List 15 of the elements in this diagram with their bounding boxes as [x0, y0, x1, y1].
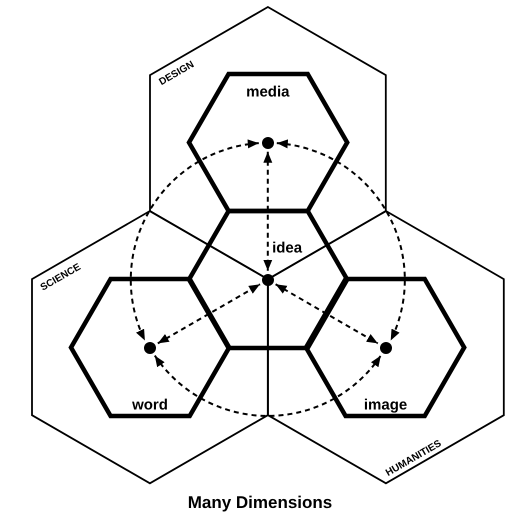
- dot: [262, 274, 274, 286]
- double-arrow: [157, 283, 260, 344]
- double-arrow: [130, 140, 259, 341]
- dot: [380, 342, 392, 354]
- hexagon-label: media: [246, 84, 290, 100]
- hexagon-label: word: [132, 397, 168, 412]
- double-arrow: [276, 140, 406, 341]
- double-arrow: [275, 283, 378, 344]
- hexagon-label: idea: [272, 240, 302, 256]
- hexagon-label: image: [364, 397, 408, 412]
- dot: [144, 342, 156, 354]
- dot: [262, 136, 274, 149]
- double-arrow: [263, 152, 272, 271]
- double-arrow: [154, 355, 382, 417]
- caption: Many Dimensions: [186, 494, 334, 511]
